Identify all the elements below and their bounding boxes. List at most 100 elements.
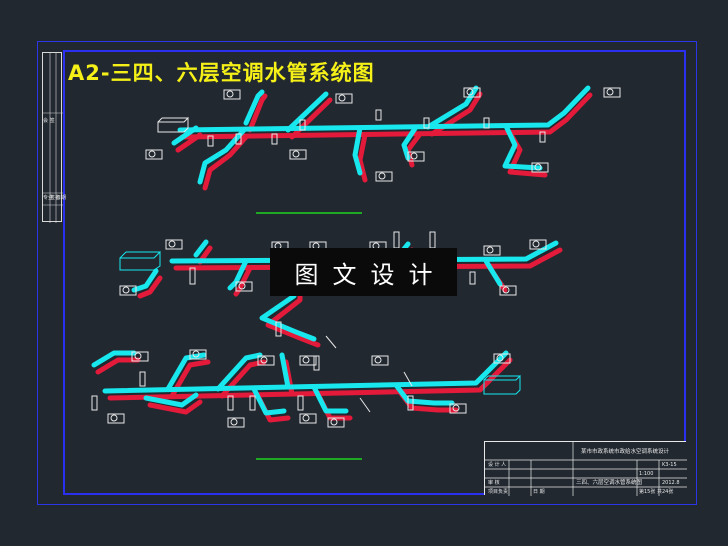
floor-6-supply-branch-f — [311, 384, 349, 414]
fan-coil-unit — [371, 355, 389, 366]
floor-6-supply-branch-e — [251, 386, 287, 416]
riser-tag-line — [325, 335, 337, 349]
fan-coil-unit — [289, 149, 307, 160]
floor-6-return-branch-c — [219, 359, 267, 399]
sign-off-strip: 会 签 专业 签名 日期 — [42, 52, 66, 223]
floor-4-supply-branch-d — [193, 239, 209, 258]
fan-coil-unit — [529, 239, 547, 250]
strip-label-2: 签名 — [50, 195, 61, 201]
floor-6-return-main — [107, 357, 513, 401]
strip-label-0: 会 签 — [43, 118, 55, 124]
floor-3-supply-branch-g — [401, 124, 419, 161]
valve-tag — [249, 395, 256, 411]
floor-3-supply-main — [177, 85, 591, 133]
fan-coil-unit — [257, 355, 275, 366]
valve-tag — [271, 133, 278, 145]
designer-label: 设 计 人 — [488, 462, 507, 468]
floor-6-supply-branch-d — [143, 392, 199, 408]
drawing-date: 2012.8 — [662, 480, 680, 486]
drawing-number: K3-15 — [662, 462, 677, 468]
fan-coil-unit — [227, 417, 245, 428]
air-handler-box — [483, 374, 521, 395]
fan-coil-unit — [531, 162, 549, 173]
valve-tag — [297, 395, 304, 411]
floor-6-return-branch-a — [95, 357, 141, 375]
air-handler-box — [119, 250, 161, 271]
scale: 1:100 — [639, 471, 654, 477]
title-block: 某市市政系统市政给水空调系统设计 设 计 人 审 核 项目负责 日 期 三四、六… — [484, 441, 687, 496]
fan-coil-unit — [483, 245, 501, 256]
drawing-name: 三四、六层空调水管系统图 — [576, 480, 643, 486]
fan-coil-unit — [131, 351, 149, 362]
floor-3-supply-drop — [197, 127, 247, 185]
watermark-text: 图文设计 — [294, 260, 447, 289]
valve-tag — [91, 395, 98, 411]
floor-3-return-branch-f — [175, 132, 203, 153]
project-name: 某市市政系统市政给水空调系统设计 — [581, 449, 670, 455]
valve-tag — [207, 135, 214, 147]
fan-coil-unit — [299, 355, 317, 366]
fan-coil-unit — [189, 349, 207, 360]
valve-tag — [139, 371, 146, 387]
fan-coil-unit — [493, 353, 511, 364]
date-label: 日 期 — [533, 489, 545, 495]
drawing-title: A2-三四、六层空调水管系统图 — [68, 61, 375, 85]
fan-coil-unit — [235, 281, 253, 292]
fan-coil-unit — [463, 87, 481, 98]
valve-tag — [375, 109, 382, 121]
fan-coil-unit — [223, 89, 241, 100]
floor-4-supply-branch-a — [131, 268, 159, 293]
floor-6-supply-branch-g — [393, 382, 455, 406]
valve-tag — [393, 231, 400, 249]
floor-6-return-branch-d — [147, 399, 203, 415]
watermark-banner: 图文设计 — [270, 248, 457, 296]
fan-coil-unit — [119, 285, 137, 296]
valve-tag — [299, 119, 306, 131]
valve-tag — [423, 117, 430, 129]
fan-coil-unit — [327, 417, 345, 428]
title-block-grid — [485, 442, 687, 496]
valve-tag — [227, 395, 234, 411]
floor-6-supply-branch-h — [279, 352, 291, 390]
valve-tag — [539, 131, 546, 143]
air-handler-box — [157, 116, 189, 133]
floor-3-supply-branch-d — [502, 123, 543, 171]
checker-label: 审 核 — [488, 480, 500, 486]
fan-coil-unit — [299, 413, 317, 424]
fan-coil-unit — [107, 413, 125, 424]
floor-6-supply-branch-a — [91, 350, 137, 368]
floor-4-return-branch-a — [137, 275, 163, 299]
fan-coil-unit — [375, 171, 393, 182]
drawing-inner-border — [63, 50, 686, 495]
valve-tag — [407, 395, 414, 411]
floor-3-supply-branch-e — [243, 89, 265, 126]
fan-coil-unit — [449, 403, 467, 414]
strip-label-3: 日期 — [56, 195, 67, 201]
valve-tag — [483, 117, 490, 129]
valve-tag — [469, 271, 476, 285]
leader-line — [403, 371, 413, 387]
floor-3-supply-branch-a — [285, 91, 329, 133]
valve-tag — [235, 133, 242, 145]
drawing-outer-border — [37, 41, 697, 505]
floor-6-supply-branch-c — [215, 352, 263, 392]
fan-coil-unit — [407, 151, 425, 162]
fan-coil-unit — [499, 285, 517, 296]
valve-tag — [429, 231, 436, 249]
fan-coil-unit — [145, 149, 163, 160]
strip-label-1: 专业 — [43, 195, 54, 201]
sign-off-grid — [43, 53, 63, 223]
floor-4-units — [119, 231, 547, 371]
floor-6-return-branch-b — [169, 359, 211, 399]
floor-3-return-branch-e — [247, 93, 268, 133]
floor-6-supply-main — [102, 350, 509, 394]
floor-6-units — [91, 349, 521, 428]
fan-coil-unit — [335, 93, 353, 104]
valve-tag — [275, 321, 282, 337]
floor-3-return-branch-c — [357, 132, 368, 183]
fan-coil-unit — [165, 239, 183, 250]
sheet-count: 第15张 共24张 — [639, 489, 674, 495]
floor-3-units — [145, 87, 621, 182]
fan-coil-unit — [603, 87, 621, 98]
